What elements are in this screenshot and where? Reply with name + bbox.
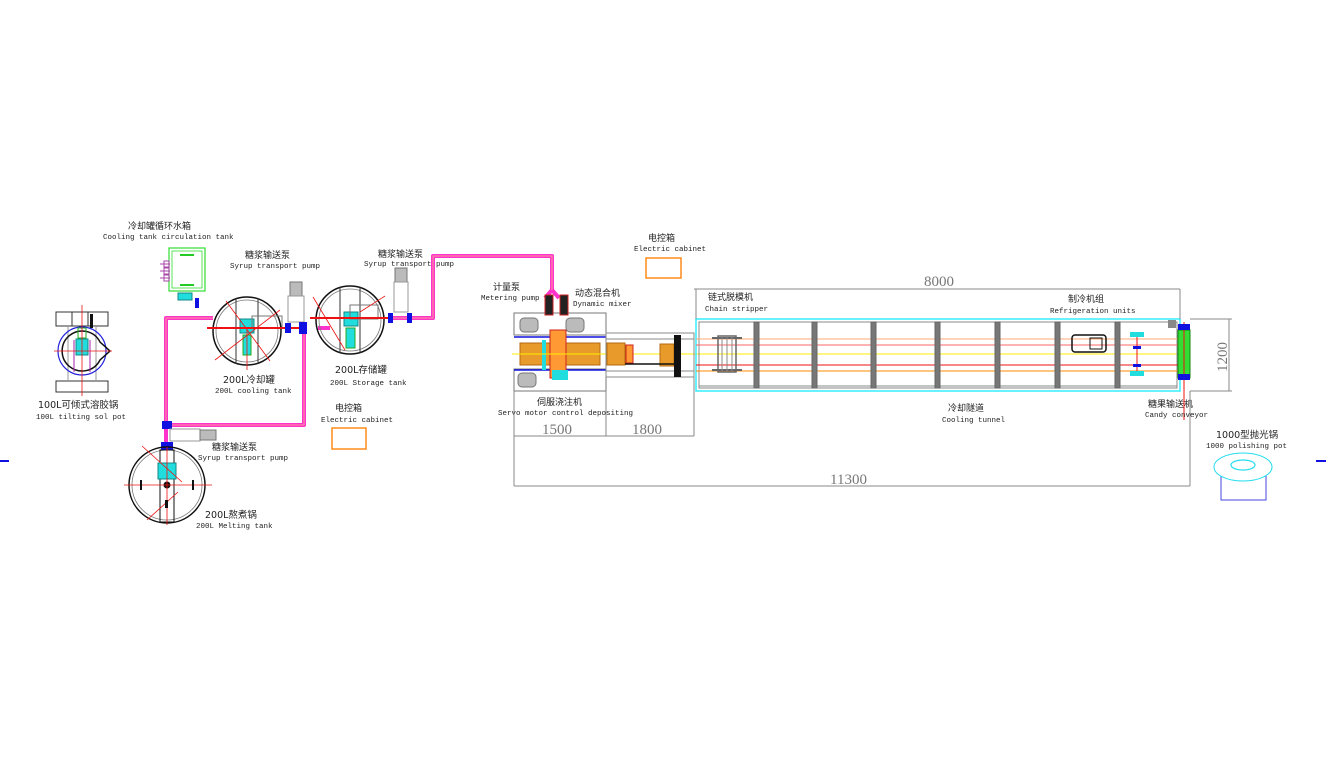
- melting-tank[interactable]: [124, 445, 212, 525]
- servo-depositor[interactable]: [513, 294, 607, 392]
- pump-1-label-cn: 糖浆输送泵: [245, 249, 290, 261]
- dynamic-mixer-label-cn: 动态混合机: [575, 287, 620, 299]
- metering-pump-label-cn: 计量泵: [493, 281, 520, 293]
- pump-2-label-cn: 糖浆输送泵: [378, 248, 423, 260]
- circulation-tank-label-cn: 冷却罐循环水箱: [128, 220, 191, 232]
- circulation-tank[interactable]: [160, 247, 206, 308]
- cabinet-1-label-en: Electric cabinet: [321, 417, 393, 425]
- pump-2[interactable]: [388, 267, 412, 323]
- pump-2-label-en: Syrup transport pump: [364, 261, 454, 269]
- cooling-tank-label-cn: 200L冷却罐: [223, 374, 275, 386]
- melting-tank-label-en: 200L Melting tank: [196, 523, 273, 531]
- polishing-pot[interactable]: [1213, 452, 1273, 501]
- depositor-label-cn: 伺服浇注机: [537, 396, 582, 408]
- metering-pump-label-en: Metering pump: [481, 295, 540, 303]
- chain-stripper-label-cn: 链式脱模机: [708, 291, 753, 303]
- electric-cabinet-1[interactable]: [331, 427, 367, 450]
- cooling-tunnel-label-en: Cooling tunnel: [942, 417, 1006, 425]
- cooling-tank-label-en: 200L cooling tank: [215, 388, 292, 396]
- tilting-pot-label-en: 100L tilting sol pot: [36, 414, 126, 422]
- dynamic-mixer-label-en: Dynamic mixer: [573, 301, 632, 309]
- refrigeration-unit[interactable]: [1071, 332, 1144, 376]
- cabinet-2-label-cn: 电控箱: [648, 232, 675, 244]
- pump-3-label-en: Syrup transport pump: [198, 455, 288, 463]
- cabinet-1-label-cn: 电控箱: [335, 402, 362, 414]
- chain-stripper-label-en: Chain stripper: [705, 306, 768, 314]
- pump-3-label-cn: 糖浆输送泵: [212, 441, 257, 453]
- chain-stripper[interactable]: [712, 335, 742, 373]
- tilting-pot-label-cn: 100L可倾式溶胶锅: [38, 399, 118, 411]
- cabinet-2-label-en: Electric cabinet: [634, 246, 706, 254]
- dimension-lines: [513, 288, 1232, 487]
- dim-tunnel: 8000: [924, 274, 954, 290]
- candy-conveyor-label-cn: 糖果输送机: [1148, 398, 1193, 410]
- polishing-pot-label-en: 1000 polishing pot: [1206, 443, 1287, 451]
- pump-1[interactable]: [285, 281, 307, 334]
- candy-conveyor-label-en: Candy conveyor: [1145, 412, 1208, 420]
- dim-width: 1200: [1215, 342, 1231, 372]
- circulation-tank-label-en: Cooling tank circulation tank: [103, 234, 234, 242]
- candy-conveyor[interactable]: [1168, 320, 1191, 420]
- depositor-label-en: Servo motor control depositing: [498, 410, 633, 418]
- cooling-tunnel-label-cn: 冷却隧道: [948, 402, 984, 414]
- electric-cabinet-2[interactable]: [645, 257, 682, 279]
- dim-depositor: 1500: [542, 422, 572, 438]
- storage-tank-label-en: 200L Storage tank: [330, 380, 407, 388]
- refrigeration-label-cn: 制冷机组: [1068, 293, 1104, 305]
- transfer-conveyor[interactable]: [605, 332, 695, 378]
- dim-total: 11300: [830, 472, 867, 488]
- storage-tank-label-cn: 200L存储罐: [335, 364, 387, 376]
- storage-tank[interactable]: [310, 285, 392, 355]
- refrigeration-label-en: Refrigeration units: [1050, 308, 1136, 316]
- polishing-pot-label-cn: 1000型抛光锅: [1216, 429, 1278, 441]
- pump-1-label-en: Syrup transport pump: [230, 263, 320, 271]
- tilting-pot[interactable]: [54, 305, 112, 396]
- cooling-tunnel[interactable]: [695, 318, 1181, 392]
- cooling-tank[interactable]: [207, 296, 300, 370]
- pump-3[interactable]: [161, 421, 217, 450]
- melting-tank-label-cn: 200L熬煮锅: [205, 509, 257, 521]
- dim-transfer: 1800: [632, 422, 662, 438]
